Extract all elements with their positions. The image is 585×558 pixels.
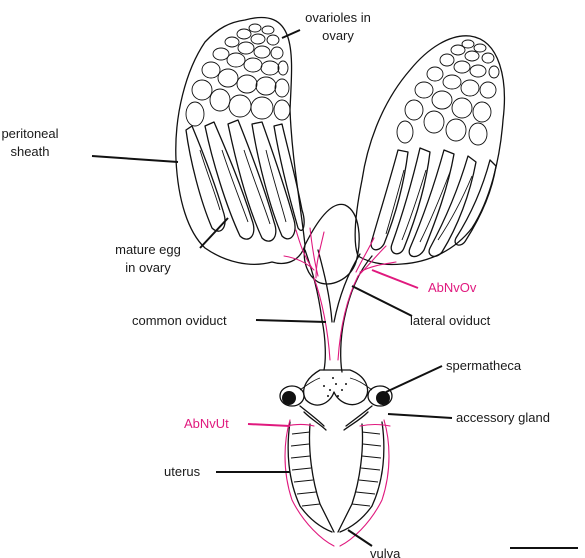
label-uterus: uterus	[164, 464, 201, 479]
uterus	[285, 420, 390, 546]
leader-mature-egg	[200, 218, 228, 248]
abdominal-nerves	[284, 228, 396, 360]
right-ovary	[355, 36, 504, 265]
label-lateral-oviduct: lateral oviduct	[410, 313, 491, 328]
leader-accessory-gland	[388, 414, 452, 418]
leader-spermatheca	[386, 366, 442, 392]
label-abnvov: AbNvOv	[428, 280, 477, 295]
label-mature-egg-line2: in ovary	[125, 260, 171, 275]
left-ovary	[176, 17, 305, 264]
label-ovarioles-line1: ovarioles in	[305, 10, 371, 25]
leader-lateral-oviduct	[352, 286, 412, 316]
label-peritoneal-sheath-line2: sheath	[10, 144, 49, 159]
label-accessory-gland: accessory gland	[456, 410, 550, 425]
leader-abnvut	[248, 424, 290, 426]
label-common-oviduct: common oviduct	[132, 313, 227, 328]
label-spermatheca: spermatheca	[446, 358, 522, 373]
label-abnvut: AbNvUt	[184, 416, 229, 431]
label-peritoneal-sheath-line1: peritoneal	[1, 126, 58, 141]
spermatheca-region	[280, 370, 392, 430]
leader-common-oviduct	[256, 320, 326, 322]
label-ovarioles-line2: ovary	[322, 28, 354, 43]
leader-peritoneal-sheath	[92, 156, 178, 162]
label-mature-egg-line1: mature egg	[115, 242, 181, 257]
label-vulva: vulva	[370, 546, 401, 558]
leader-abnvov	[372, 270, 418, 288]
